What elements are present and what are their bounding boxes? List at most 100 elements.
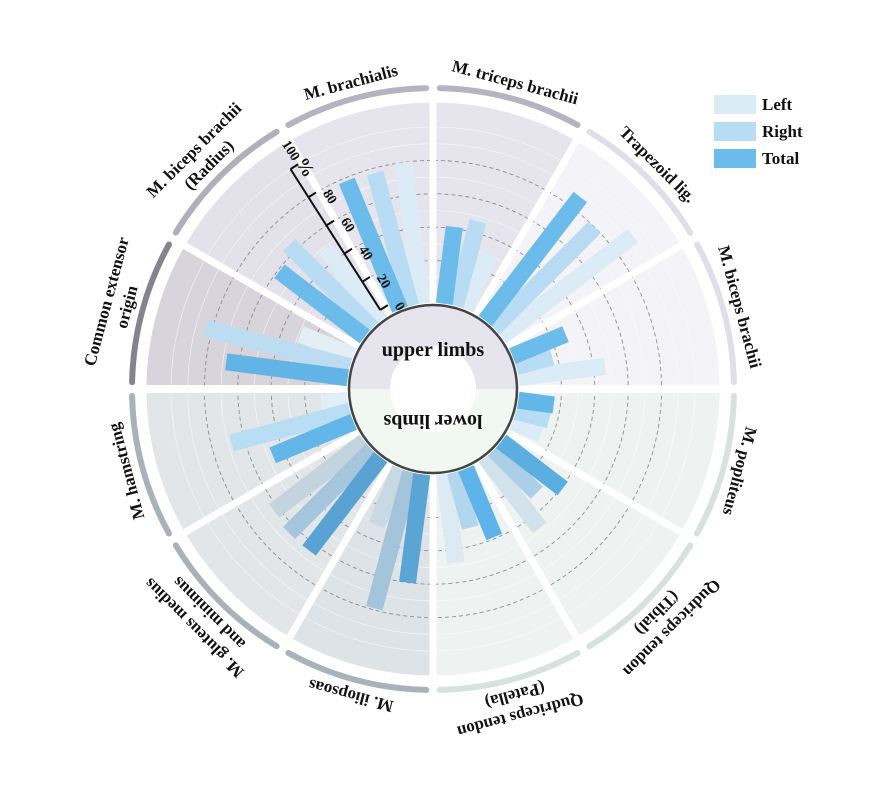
legend-label-left: Left — [762, 95, 793, 114]
bar-group — [509, 414, 545, 442]
legend-swatch-right — [714, 122, 756, 141]
bar-group — [225, 353, 349, 387]
bar-group — [435, 473, 465, 564]
bar-group — [478, 191, 588, 326]
sector-outer-arc — [172, 542, 280, 650]
bar-right — [283, 239, 379, 335]
bar-group — [297, 326, 357, 364]
bar-total — [269, 414, 357, 464]
axis-tick — [325, 219, 335, 227]
axis-tick — [307, 191, 317, 199]
bar-total — [338, 177, 408, 313]
bar-group — [513, 348, 555, 375]
bar-left — [435, 473, 465, 564]
axis-tick — [290, 163, 299, 170]
bar-group — [203, 319, 353, 375]
sector-outer-arc — [694, 241, 737, 386]
bar-group — [458, 250, 498, 313]
sector-outer-arc — [586, 128, 694, 236]
sector-outer-arc — [436, 650, 581, 693]
sector-separator — [472, 134, 582, 318]
sector-separator — [284, 134, 394, 318]
bar-left — [318, 243, 388, 326]
bar-total — [274, 264, 370, 344]
sector-separator — [504, 428, 688, 538]
upper-limbs-label: upper limbs — [382, 339, 485, 361]
bar-group — [318, 243, 388, 326]
bar-right — [366, 170, 419, 309]
bar-right — [366, 469, 419, 611]
bar-total — [509, 326, 569, 364]
sector-outer-arc — [172, 128, 280, 236]
axis-tick-label: 80 — [319, 187, 339, 207]
sector-outer-arc — [129, 241, 172, 386]
bar-group — [283, 239, 379, 335]
bar-total — [458, 465, 503, 541]
bar-right — [447, 469, 479, 530]
sector-outer-arc — [285, 650, 430, 693]
bar-group — [366, 170, 419, 309]
bar-group — [517, 357, 607, 387]
bar-group — [447, 469, 479, 530]
sector-outer-arc — [436, 85, 581, 128]
center-border — [347, 303, 519, 475]
bar-group — [458, 465, 503, 541]
bar-group — [435, 225, 463, 305]
outer-arcs — [129, 85, 737, 693]
axis-tick-label: 40 — [355, 244, 375, 264]
bar-total — [435, 225, 463, 305]
sector-outer-arc — [285, 85, 430, 128]
bar-right — [487, 443, 543, 499]
bar-left — [509, 414, 545, 442]
bar-left — [394, 161, 431, 305]
bar-group — [394, 161, 431, 305]
legend-swatch-total — [714, 149, 756, 168]
center-circle: upper limbs lower limbs — [347, 303, 519, 475]
bar-group — [302, 452, 388, 556]
axis-tick-label: 60 — [337, 215, 357, 235]
sector-separator — [504, 240, 688, 350]
axis-tick-label: 20 — [373, 272, 393, 292]
sector-outer-arc — [586, 542, 694, 650]
sector-separator — [178, 428, 362, 538]
bar-right — [447, 219, 487, 309]
bar-group — [447, 219, 487, 309]
bar-group — [399, 473, 431, 584]
bar-group — [478, 452, 547, 534]
bar-group — [269, 414, 357, 464]
axis-tick — [361, 276, 371, 283]
sector-separator — [178, 240, 362, 350]
center-upper-half — [349, 305, 517, 389]
bar-group — [229, 403, 353, 452]
bar-group — [338, 177, 408, 313]
center-lower-half — [349, 389, 517, 473]
bar-total — [399, 473, 431, 584]
bar-left — [478, 452, 547, 534]
axis-line — [289, 168, 382, 311]
bar-left — [297, 326, 357, 364]
bar-total — [478, 191, 588, 326]
bar-total — [517, 391, 555, 414]
bar-left — [496, 228, 639, 344]
legend-label-right: Right — [762, 122, 803, 141]
sector-separator — [284, 460, 394, 644]
center-hole — [390, 346, 476, 432]
legend-label-total: Total — [762, 149, 799, 168]
bar-group — [366, 469, 419, 611]
bar-group — [274, 264, 370, 344]
bar-group — [509, 326, 569, 364]
grid-rings — [141, 97, 725, 681]
bar-left — [268, 434, 370, 518]
bar-group — [368, 465, 408, 528]
bar-right — [487, 221, 601, 335]
bar-group — [517, 391, 555, 414]
bar-group — [487, 443, 543, 499]
axis-tick — [343, 247, 353, 255]
bar-right — [283, 443, 379, 539]
bar-left — [517, 357, 607, 387]
bar-group — [268, 434, 370, 518]
